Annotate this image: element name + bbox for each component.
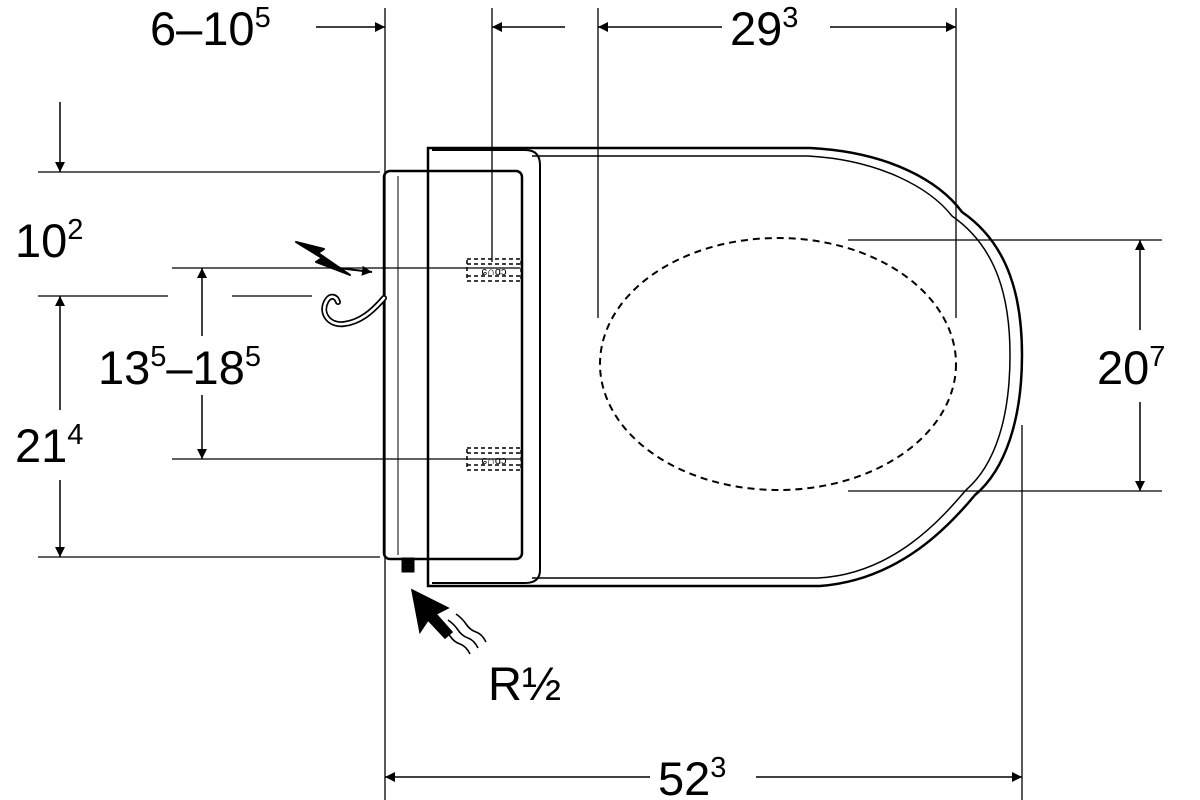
total-length-base: 52 — [658, 752, 710, 800]
label-seat-width: 207 — [1097, 341, 1165, 394]
bowl-opening-dashed — [599, 237, 957, 491]
label-setback: 6–105 — [150, 2, 271, 55]
fixing-range-base-a: 13 — [98, 341, 150, 394]
svg-text:102: 102 — [15, 214, 83, 267]
svg-text:214: 214 — [15, 419, 83, 472]
water-connector-nipple — [401, 557, 415, 573]
seat-offset-exp: 3 — [782, 2, 798, 34]
label-fixing-range: 135–185 — [98, 341, 261, 394]
svg-text:ɕ∩ɑɔ: ɕ∩ɑɔ — [481, 455, 507, 467]
extension-lines — [38, 8, 1162, 800]
fixing-range-exp-b: 5 — [245, 341, 261, 373]
bowl-outer-outline — [426, 146, 1024, 588]
svg-text:523: 523 — [658, 752, 726, 800]
svg-text:ɕ∩ɑɔ: ɕ∩ɑɔ — [481, 266, 507, 278]
seat-width-exp: 7 — [1149, 341, 1165, 373]
fixing-range-exp-a: 5 — [150, 341, 166, 373]
fixing-height-exp: 4 — [67, 419, 83, 451]
label-fixing-height: 214 — [15, 419, 83, 472]
setback-exp: 5 — [255, 2, 271, 34]
seat-width-base: 20 — [1097, 341, 1149, 394]
svg-text:293: 293 — [730, 2, 798, 55]
total-length-exp: 3 — [710, 752, 726, 784]
fixing-bolt-upper: ɕ∩ɑɔ — [466, 258, 522, 282]
fixing-range-sep: –18 — [166, 341, 244, 394]
top-offset-base: 10 — [15, 214, 67, 267]
setback-base: 6–10 — [150, 2, 255, 55]
power-cable — [321, 293, 387, 328]
dimension-arrows — [55, 22, 1145, 782]
cistern-box — [382, 169, 524, 561]
seat-hinge-band — [432, 149, 541, 584]
top-offset-exp: 2 — [67, 214, 83, 246]
svg-text:6–105: 6–105 — [150, 2, 271, 55]
electrical-connection-icon — [295, 241, 387, 328]
label-top-offset: 102 — [15, 214, 83, 267]
toilet-body — [382, 146, 1024, 588]
seat-offset-base: 29 — [730, 2, 782, 55]
bowl-rim-line — [532, 155, 1011, 579]
label-total-length: 523 — [658, 752, 726, 800]
svg-text:135–185: 135–185 — [98, 341, 261, 394]
fixing-height-base: 21 — [15, 419, 67, 472]
water-supply-icon — [410, 588, 487, 655]
label-seat-offset: 293 — [730, 2, 798, 55]
svg-text:207: 207 — [1097, 341, 1165, 394]
label-connection: R½ — [488, 657, 561, 710]
